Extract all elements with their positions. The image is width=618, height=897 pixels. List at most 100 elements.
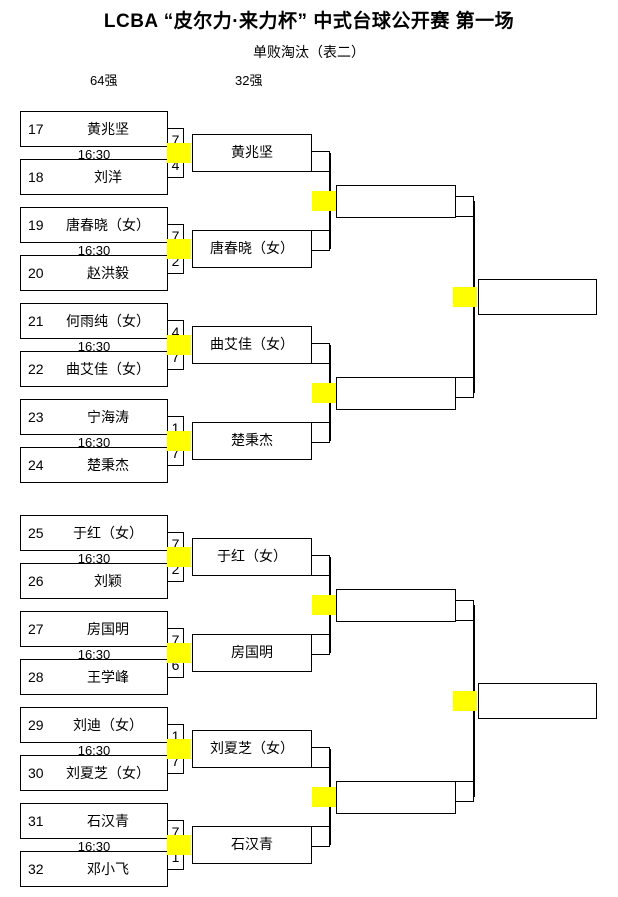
player-seed: 21: [28, 313, 44, 329]
player-box[interactable]: 23 宁海涛: [20, 399, 168, 435]
player-seed: 31: [28, 813, 44, 829]
bracket-connector-r64: [167, 431, 191, 451]
round16-box[interactable]: [336, 377, 456, 410]
player-box[interactable]: 25 于红（女）: [20, 515, 168, 551]
bracket-connector-r32: [312, 595, 336, 615]
round32-box[interactable]: 于红（女）: [192, 538, 312, 576]
bracket-connector-r32: [312, 383, 336, 403]
bracket-connector-r16: [453, 287, 477, 307]
player-box[interactable]: 24 楚秉杰: [20, 447, 168, 483]
player-box[interactable]: 28 王学峰: [20, 659, 168, 695]
player-name: 刘洋: [94, 169, 122, 185]
bracket-connector-r16: [453, 691, 477, 711]
round16-score-stub[interactable]: [455, 377, 474, 398]
round16-score-stub[interactable]: [455, 781, 474, 802]
bracket-connector-r64: [167, 547, 191, 567]
round32-box[interactable]: 房国明: [192, 634, 312, 672]
player-name: 楚秉杰: [87, 457, 129, 473]
player-seed: 27: [28, 621, 44, 637]
round32-box[interactable]: 石汉青: [192, 826, 312, 864]
player-name: 宁海涛: [87, 409, 129, 425]
round32-box[interactable]: 黄兆坚: [192, 134, 312, 172]
match-time: 16:30: [77, 551, 111, 566]
round16-score-stub[interactable]: [455, 196, 474, 217]
bracket-connector-r64: [167, 643, 191, 663]
column-header-64: 64强: [90, 73, 118, 88]
match-time: 16:30: [77, 147, 111, 162]
round32-box[interactable]: 楚秉杰: [192, 422, 312, 460]
player-name: 邓小飞: [87, 861, 129, 877]
bracket-connector-r64: [167, 835, 191, 855]
player-seed: 19: [28, 217, 44, 233]
round32-box[interactable]: 唐春晓（女）: [192, 230, 312, 268]
round32-score-stub[interactable]: [311, 826, 330, 847]
player-box[interactable]: 31 石汉青: [20, 803, 168, 839]
player-box[interactable]: 17 黄兆坚: [20, 111, 168, 147]
player-seed: 24: [28, 457, 44, 473]
round8-box[interactable]: [478, 683, 597, 719]
round32-score-stub[interactable]: [311, 230, 330, 251]
player-seed: 23: [28, 409, 44, 425]
bracket-connector-r32: [312, 787, 336, 807]
player-box[interactable]: 18 刘洋: [20, 159, 168, 195]
player-box[interactable]: 20 赵洪毅: [20, 255, 168, 291]
round16-box[interactable]: [336, 589, 456, 622]
player-name: 曲艾佳（女）: [66, 361, 150, 377]
player-box[interactable]: 30 刘夏芝（女）: [20, 755, 168, 791]
player-seed: 25: [28, 525, 44, 541]
player-seed: 29: [28, 717, 44, 733]
round32-score-stub[interactable]: [311, 747, 330, 768]
player-seed: 18: [28, 169, 44, 185]
round32-score-stub[interactable]: [311, 634, 330, 655]
match-time: 16:30: [77, 647, 111, 662]
player-seed: 20: [28, 265, 44, 281]
bracket-connector-r64: [167, 239, 191, 259]
player-seed: 17: [28, 121, 44, 137]
player-box[interactable]: 32 邓小飞: [20, 851, 168, 887]
player-box[interactable]: 21 何雨纯（女）: [20, 303, 168, 339]
round32-box[interactable]: 曲艾佳（女）: [192, 326, 312, 364]
player-name: 刘迪（女）: [73, 717, 143, 733]
page-title: LCBA “皮尔力·来力杯” 中式台球公开赛 第一场: [103, 11, 515, 32]
player-name: 于红（女）: [73, 525, 143, 541]
match-time: 16:30: [77, 339, 111, 354]
round16-box[interactable]: [336, 781, 456, 814]
player-seed: 30: [28, 765, 44, 781]
player-box[interactable]: 29 刘迪（女）: [20, 707, 168, 743]
bracket-connector-r64: [167, 143, 191, 163]
bracket-connector-r32: [312, 191, 336, 211]
match-time: 16:30: [77, 243, 111, 258]
player-name: 刘颖: [94, 573, 122, 589]
player-box[interactable]: 27 房国明: [20, 611, 168, 647]
player-seed: 22: [28, 361, 44, 377]
player-name: 王学峰: [87, 669, 129, 685]
player-name: 赵洪毅: [87, 265, 129, 281]
round32-score-stub[interactable]: [311, 151, 330, 172]
match-time: 16:30: [77, 743, 111, 758]
player-box[interactable]: 22 曲艾佳（女）: [20, 351, 168, 387]
player-box[interactable]: 26 刘颖: [20, 563, 168, 599]
column-header-32: 32强: [235, 73, 263, 88]
bracket-connector-r64: [167, 739, 191, 759]
player-name: 房国明: [87, 621, 129, 637]
round32-score-stub[interactable]: [311, 555, 330, 576]
player-seed: 32: [28, 861, 44, 877]
player-name: 黄兆坚: [87, 121, 129, 137]
round32-score-stub[interactable]: [311, 422, 330, 443]
bracket-connector-r64: [167, 335, 191, 355]
page-subtitle: 单败淘汰（表二）: [253, 44, 365, 60]
match-time: 16:30: [77, 435, 111, 450]
player-name: 唐春晓（女）: [66, 217, 150, 233]
player-name: 石汉青: [87, 813, 129, 829]
player-seed: 28: [28, 669, 44, 685]
round32-score-stub[interactable]: [311, 343, 330, 364]
player-box[interactable]: 19 唐春晓（女）: [20, 207, 168, 243]
round8-box[interactable]: [478, 279, 597, 315]
round32-box[interactable]: 刘夏芝（女）: [192, 730, 312, 768]
player-seed: 26: [28, 573, 44, 589]
player-name: 何雨纯（女）: [66, 313, 150, 329]
player-name: 刘夏芝（女）: [66, 765, 150, 781]
match-time: 16:30: [77, 839, 111, 854]
round16-box[interactable]: [336, 185, 456, 218]
round16-score-stub[interactable]: [455, 600, 474, 621]
